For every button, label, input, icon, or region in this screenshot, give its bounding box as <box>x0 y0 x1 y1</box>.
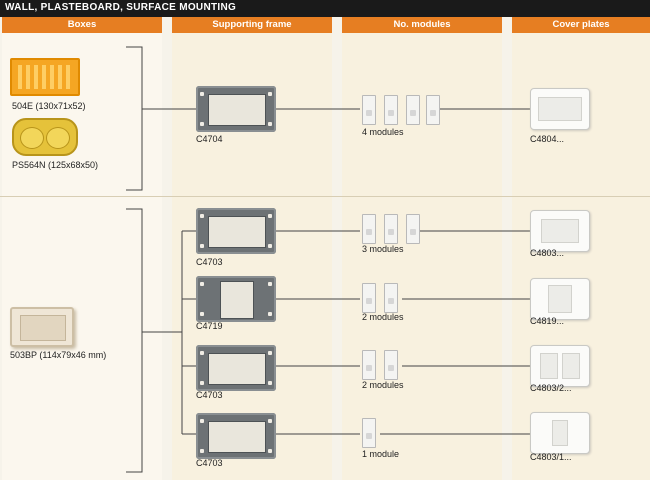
module-image <box>384 95 398 125</box>
frame-label: C4703 <box>196 257 223 267</box>
frame-c4703-image <box>196 413 276 459</box>
title-bar: WALL, PLASTEBOARD, SURFACE MOUNTING <box>0 0 650 17</box>
box-ps564n-image <box>12 118 78 156</box>
plate-label: C4819... <box>530 316 565 326</box>
module-image <box>362 283 376 313</box>
frame-c4704-label: C4704 <box>196 134 223 144</box>
plate-image <box>530 412 590 454</box>
header-supporting-frame: Supporting frame <box>172 17 332 33</box>
frame-c4703-image <box>196 208 276 254</box>
group-separator <box>0 196 650 197</box>
module-image <box>406 214 420 244</box>
frame-label: C4703 <box>196 458 223 468</box>
header-modules: No. modules <box>342 17 502 33</box>
modules-label: 1 module <box>362 449 400 459</box>
column-boxes-bg <box>2 33 162 480</box>
frame-c4704-image <box>196 86 276 132</box>
module-image <box>384 214 398 244</box>
page-title: WALL, PLASTEBOARD, SURFACE MOUNTING <box>5 2 237 13</box>
module-image <box>362 95 376 125</box>
box-504e-image <box>10 58 80 96</box>
frame-label: C4719 <box>196 321 223 331</box>
module-image <box>384 350 398 380</box>
module-image <box>362 350 376 380</box>
box-504e-label: 504E (130x71x52) <box>12 101 86 111</box>
frame-label: C4703 <box>196 390 223 400</box>
module-image <box>362 214 376 244</box>
box-503bp-label: 503BP (114x79x46 mm) <box>10 350 107 360</box>
modules-label: 3 modules <box>362 244 404 254</box>
header-boxes: Boxes <box>2 17 162 33</box>
box-503bp-image <box>10 307 74 347</box>
frame-c4703-image <box>196 345 276 391</box>
modules-label: 2 modules <box>362 312 404 322</box>
plate-c4804-label: C4804... <box>530 134 565 144</box>
modules-label: 2 modules <box>362 380 404 390</box>
plate-c4804-image <box>530 88 590 130</box>
plate-label: C4803/2... <box>530 383 572 393</box>
plate-label: C4803/1... <box>530 452 572 462</box>
box-ps564n-label: PS564N (125x68x50) <box>12 160 99 170</box>
module-image <box>362 418 376 448</box>
module-image <box>426 95 440 125</box>
module-image <box>406 95 420 125</box>
plate-image <box>530 278 590 320</box>
frame-c4719-image <box>196 276 276 322</box>
module-image <box>384 283 398 313</box>
modules-label: 4 modules <box>362 127 404 137</box>
plate-label: C4803... <box>530 248 565 258</box>
plate-image <box>530 345 590 387</box>
plate-image <box>530 210 590 252</box>
header-cover-plates: Cover plates <box>512 17 650 33</box>
